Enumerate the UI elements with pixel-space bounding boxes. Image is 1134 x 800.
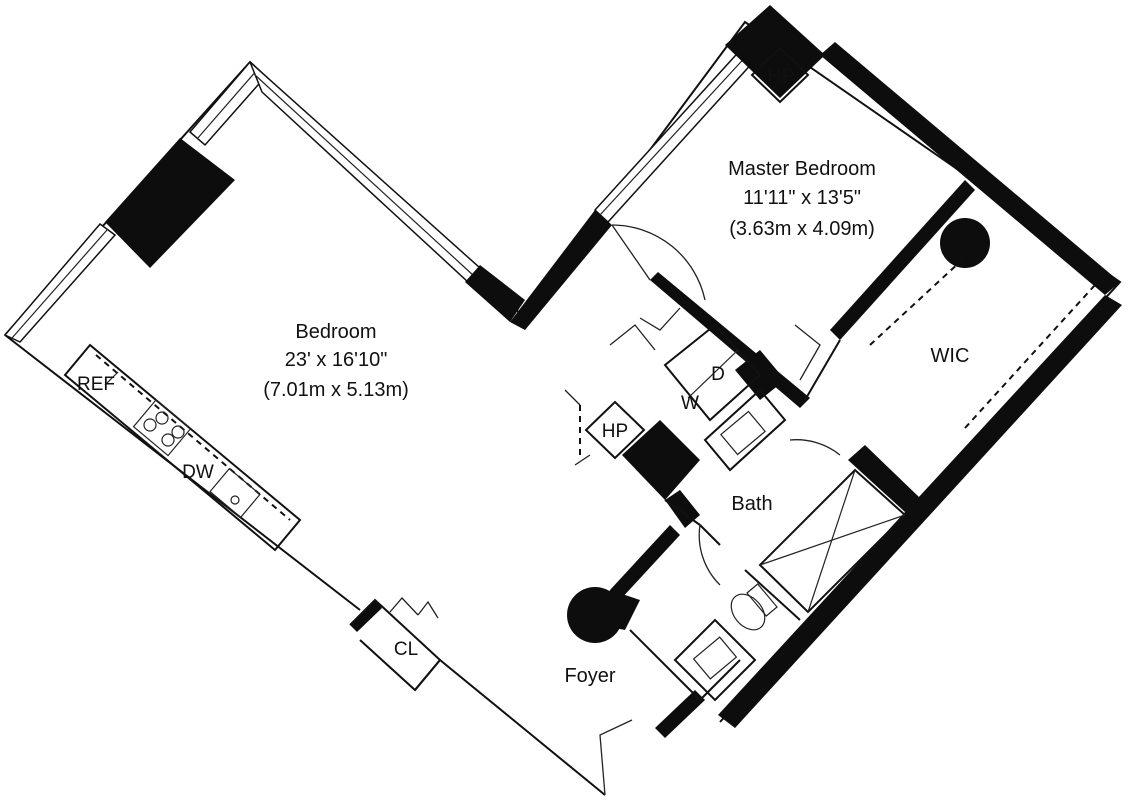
closet-label: CL — [394, 639, 418, 660]
master-bedroom-name: Master Bedroom — [728, 158, 876, 180]
shower — [758, 468, 907, 614]
refrigerator-label: REF — [77, 374, 115, 395]
foyer-label: Foyer — [564, 665, 615, 687]
door-bath — [698, 439, 841, 586]
dishwasher-label: DW — [182, 462, 214, 483]
wic-rails — [869, 259, 1096, 429]
window-bedroom-top — [188, 60, 267, 147]
window-master-bedroom — [593, 43, 756, 224]
hp-label-lower: HP — [602, 421, 628, 442]
bedroom-name: Bedroom — [295, 321, 376, 343]
bedroom-dimensions-m: (7.01m x 5.13m) — [263, 379, 409, 401]
door-entry — [599, 719, 633, 796]
toilet — [730, 583, 778, 631]
wic-label: WIC — [931, 345, 970, 367]
master-bedroom-dimensions-ft: 11'11" x 13'5" — [743, 187, 861, 209]
kitchen-counter — [63, 343, 302, 552]
label-master-bedroom: Master Bedroom 11'11" x 13'5" (3.63m x 4… — [728, 158, 876, 240]
door-wic — [794, 324, 821, 381]
door-closet — [389, 597, 439, 619]
washer-label: W — [681, 393, 699, 414]
door-laundry — [609, 307, 681, 351]
bath-sink-lower — [673, 618, 757, 702]
laundry — [663, 323, 762, 422]
window-bedroom-right — [249, 61, 482, 284]
interior-walls — [349, 339, 841, 701]
door-foyer-hp — [564, 389, 591, 466]
master-bedroom-dimensions-m: (3.63m x 4.09m) — [729, 218, 875, 240]
label-bedroom: Bedroom 23' x 16'10" (7.01m x 5.13m) — [263, 321, 409, 401]
hp-box-lower — [584, 400, 646, 460]
bath-vanity — [703, 388, 787, 472]
bedroom-dimensions-ft: 23' x 16'10" — [285, 349, 388, 371]
dryer-label: D — [711, 364, 725, 385]
bath-label: Bath — [731, 493, 772, 515]
door-master-bedroom — [611, 224, 706, 301]
hp-label-master: HP — [768, 66, 794, 87]
window-bedroom-left — [3, 222, 117, 343]
walls — [105, 5, 1122, 738]
exterior-outline — [4, 20, 1122, 796]
hp-box-master — [750, 46, 810, 104]
